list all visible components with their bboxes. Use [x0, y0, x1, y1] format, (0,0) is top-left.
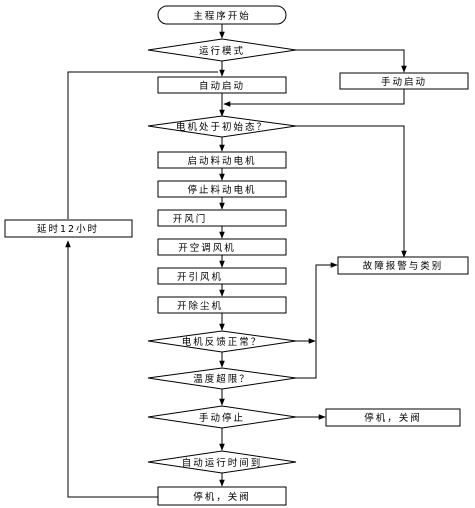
open-dust-collector-box: 开除尘机 — [157, 296, 287, 314]
connector-motor-check-to-alarm — [296, 125, 407, 258]
manual-stop-decision-label: 手动停止 — [199, 412, 245, 424]
connector-manual-to-main — [223, 89, 405, 107]
mode-decision: 运行模式 — [147, 38, 297, 62]
connector-alarm-bus — [296, 262, 338, 379]
manual-stop-decision: 手动停止 — [147, 405, 297, 429]
open-draft-fan-label: 开引风机 — [177, 271, 223, 283]
temp-limit-decision: 温度超限？ — [147, 367, 297, 390]
motor-ready-decision-label: 电机处于初始态？ — [176, 121, 268, 133]
motor-feedback-decision: 电机反馈正常？ — [147, 330, 297, 353]
auto-start-box: 自动启动 — [157, 76, 287, 94]
shutdown-bottom-label: 停机，关阀 — [193, 491, 251, 503]
runtime-decision: 自动运行时间到 — [147, 450, 297, 474]
motor-ready-decision: 电机处于初始态？ — [147, 115, 297, 138]
open-draft-fan-box: 开引风机 — [157, 267, 287, 285]
delay-12h-box: 延时12小时 — [4, 219, 133, 238]
stop-feed-motor-box: 停止料动电机 — [157, 180, 287, 198]
open-ac-fan-box: 开空调风机 — [157, 238, 287, 256]
motor-feedback-decision-label: 电机反馈正常？ — [182, 336, 263, 348]
open-damper-box: 开风门 — [157, 209, 287, 227]
delay-12h-label: 延时12小时 — [37, 223, 99, 235]
connector-delay-loop-to-auto — [67, 71, 218, 219]
start-feed-motor-label: 启动料动电机 — [187, 155, 256, 167]
connector-mode-to-manual — [296, 49, 407, 73]
fault-alarm-label: 故障报警与类别 — [363, 260, 444, 272]
runtime-decision-label: 自动运行时间到 — [182, 457, 263, 469]
shutdown-box-bottom: 停机，关阀 — [157, 486, 287, 506]
start-node: 主程序开始 — [157, 5, 287, 25]
mode-decision-label: 运行模式 — [199, 45, 245, 57]
fault-alarm-box: 故障报警与类别 — [337, 256, 469, 275]
manual-start-label: 手动启动 — [381, 76, 427, 88]
stop-feed-motor-label: 停止料动电机 — [187, 184, 256, 196]
manual-start-box: 手动启动 — [339, 72, 469, 90]
start-label: 主程序开始 — [193, 10, 251, 22]
auto-start-label: 自动启动 — [199, 80, 245, 92]
open-ac-fan-label: 开空调风机 — [178, 242, 236, 254]
shutdown-box-right: 停机，关阀 — [325, 408, 461, 427]
connectors — [65, 24, 407, 498]
open-damper-label: 开风门 — [173, 213, 208, 225]
temp-limit-decision-label: 温度超限？ — [193, 373, 251, 385]
start-feed-motor-box: 启动料动电机 — [157, 151, 287, 169]
shutdown-right-label: 停机，关阀 — [364, 412, 422, 424]
connector-shutdown-to-delay — [65, 240, 158, 498]
open-dust-collector-label: 开除尘机 — [177, 300, 223, 312]
